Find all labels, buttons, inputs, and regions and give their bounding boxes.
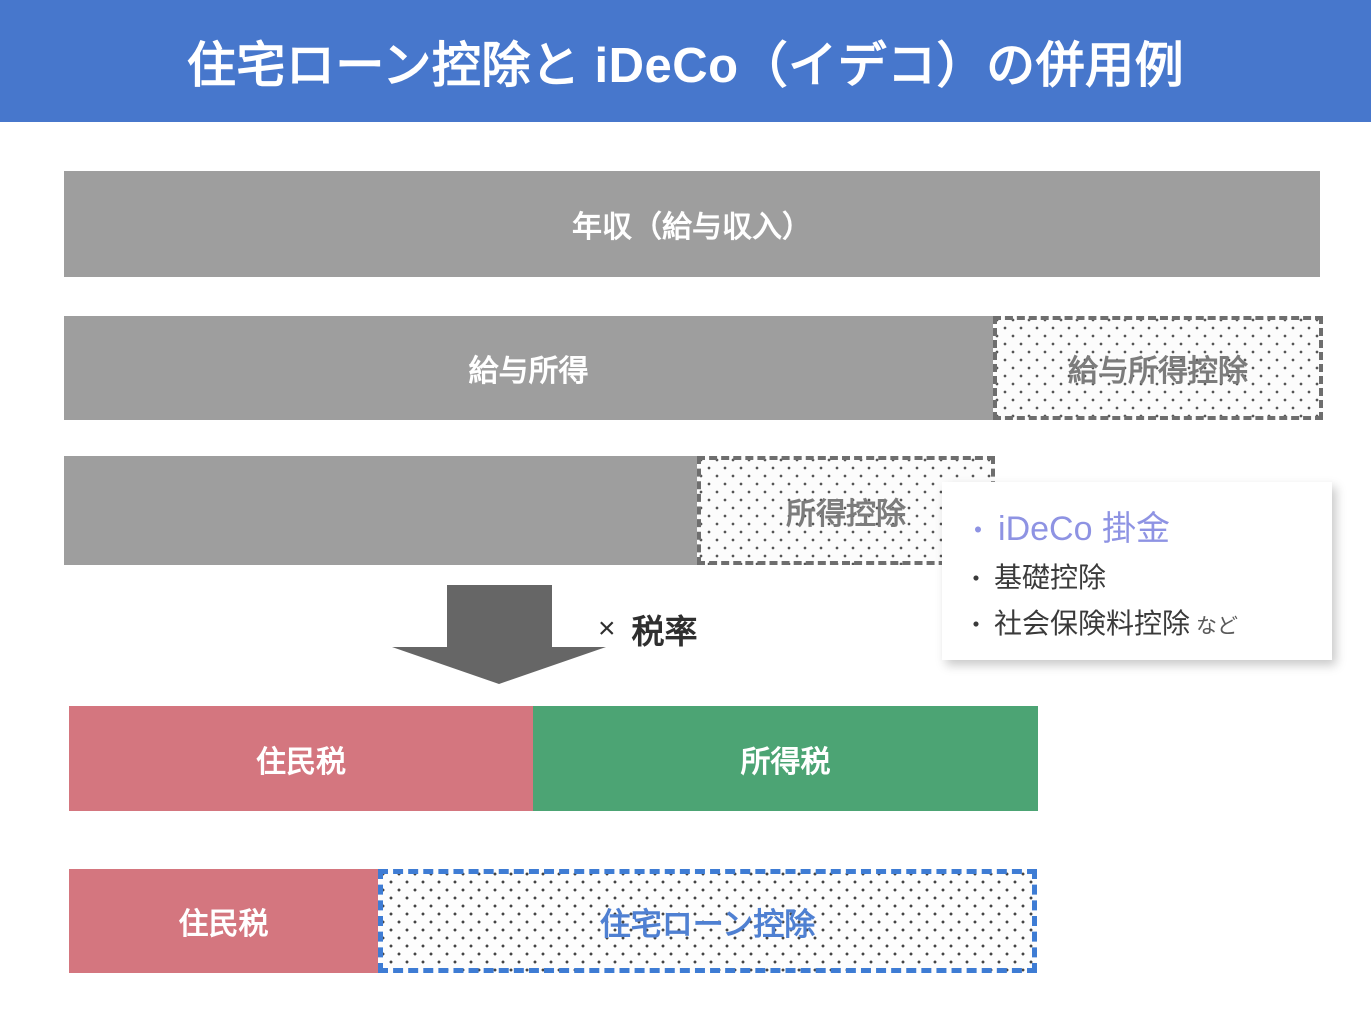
box-housing-loan-deduction-label: 住宅ローン控除 [599,906,816,942]
box-housing-loan-deduction: 住宅ローン控除 [378,869,1037,973]
down-arrow-icon [392,585,606,685]
bar-income-tax: 所得税 [533,706,1038,811]
bar-annual-income: 年収（給与収入） [64,171,1320,277]
multiply-icon: × [598,612,616,645]
bar-annual-income-label: 年収（給与収入） [572,211,812,244]
box-employment-income-deduction: 給与所得控除 [993,316,1323,420]
callout-item-text: 基礎控除 [994,561,1107,593]
deduction-callout-card: ・ iDeCo 掛金 ・ 基礎控除 ・ 社会保険料控除 など [942,482,1332,660]
callout-list-item: ・ iDeCo 掛金 [964,501,1332,550]
box-income-deduction-label: 所得控除 [786,497,906,531]
bar-resident-tax: 住民税 [69,706,533,811]
title-banner: 住宅ローン控除と iDeCo（イデコ）の併用例 [0,0,1371,122]
bullet-icon: ・ [964,611,988,639]
callout-list-item: ・ 社会保険料控除 など [964,602,1332,642]
bar-employment-income-label: 給与所得 [468,355,589,388]
callout-item-text: 社会保険料控除 [994,607,1191,639]
bullet-icon: ・ [964,565,988,593]
bar-resident-tax-label: 住民税 [256,745,346,779]
bar-income-tax-label: 所得税 [740,745,831,779]
bar-resident-tax-after-label: 住民税 [178,908,269,941]
callout-item-text: iDeCo 掛金 [998,509,1170,548]
tax-rate-label: 税率 [631,613,698,650]
bar-employment-income: 給与所得 [64,316,993,420]
callout-item-suffix: など [1196,614,1239,638]
page-title: 住宅ローン控除と iDeCo（イデコ）の併用例 [186,38,1185,93]
tax-rate-group: × 税率 [598,605,698,653]
box-employment-income-deduction-label: 給与所得控除 [1068,355,1248,388]
callout-list-item: ・ 基礎控除 [964,556,1332,596]
bar-taxable-income [64,456,697,565]
bar-resident-tax-after: 住民税 [69,869,378,973]
bullet-icon: ・ [964,514,993,546]
